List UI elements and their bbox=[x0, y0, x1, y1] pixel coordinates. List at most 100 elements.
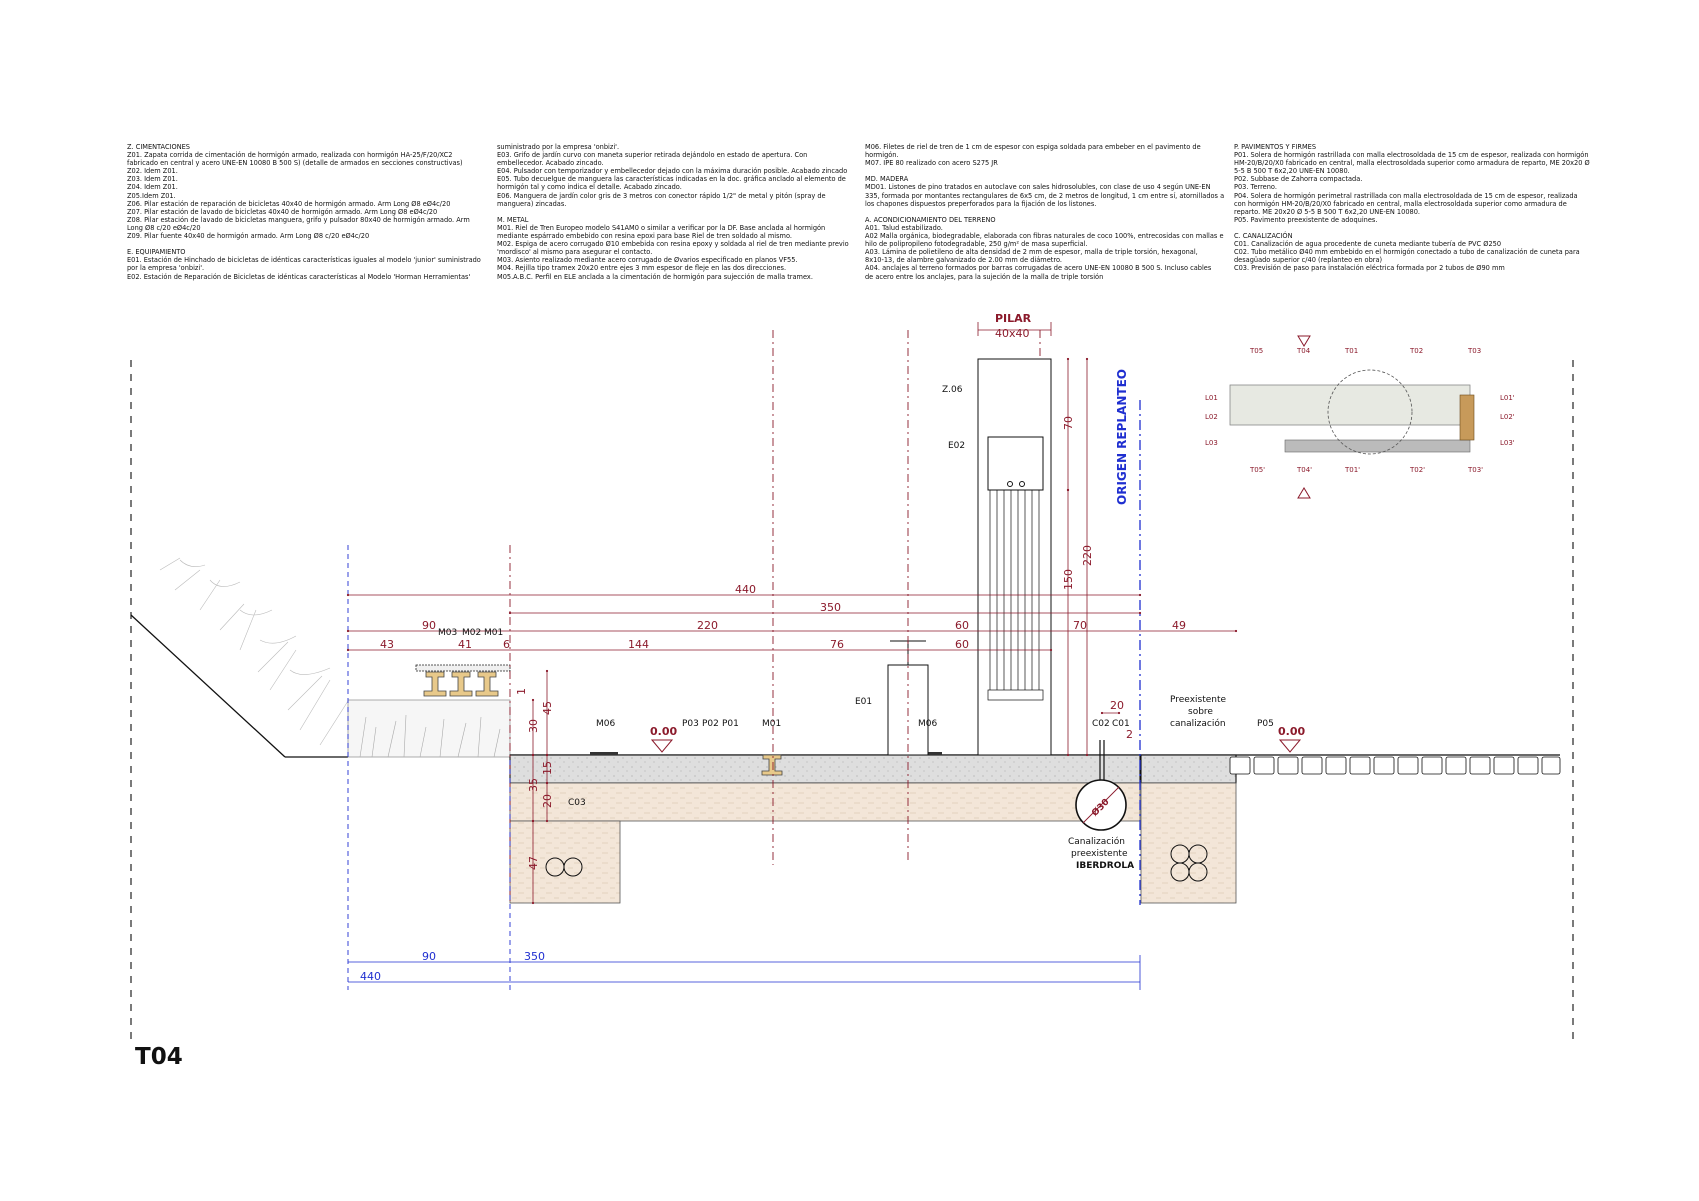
legend-line: Z03. Idem Z01. bbox=[127, 175, 178, 184]
legend-line: E. EQUIPAMIENTO bbox=[127, 248, 186, 257]
legend-line: M05.A.B.C. Perfil en ELE anclada a la ci… bbox=[497, 272, 813, 281]
legend-line: los chapones dispuestos preperforados pa… bbox=[865, 199, 1097, 208]
legend-line: reparto. ME 20x20 Ø 5-5 B 500 T 6x2,20 U… bbox=[1234, 207, 1421, 216]
kp-t02b: T02' bbox=[1409, 466, 1425, 474]
kp-t04b: T04' bbox=[1296, 466, 1312, 474]
legend-line: embellecedor. Acabado zincado. bbox=[497, 159, 604, 168]
legend-line: manguera) zincadas. bbox=[497, 199, 567, 208]
label-p01: P01 bbox=[722, 719, 739, 729]
legend-line: M01. Riel de Tren Europeo modelo S41AM0 … bbox=[497, 223, 826, 232]
label-e02: E02 bbox=[948, 441, 965, 451]
label-m01-top: M01 bbox=[484, 628, 503, 638]
kp-t01: T01 bbox=[1344, 347, 1358, 355]
legend-line: P. PAVIMENTOS Y FIRMES bbox=[1234, 143, 1317, 151]
pillar-size: 40x40 bbox=[995, 327, 1030, 340]
legend-line: hilo de polipropileno fotodegradable, 25… bbox=[865, 240, 1088, 249]
label-e01: E01 bbox=[855, 697, 872, 707]
dim-6: 6 bbox=[503, 638, 510, 651]
foundation-slab bbox=[509, 754, 1237, 904]
level-markers bbox=[650, 739, 1302, 753]
dim-76: 76 bbox=[830, 638, 844, 651]
legend-line: E04. Pulsador con temporizador y embelle… bbox=[497, 167, 848, 176]
vdim-15: 15 bbox=[541, 761, 554, 775]
label-c03: C03 bbox=[568, 798, 586, 808]
frame-marks bbox=[130, 360, 1574, 1040]
dim-70: 70 bbox=[1073, 619, 1087, 632]
label-m06-right: M06 bbox=[918, 719, 937, 729]
kp-t05: T05 bbox=[1249, 347, 1263, 355]
kp-l03: L03 bbox=[1205, 439, 1218, 447]
legend-line: A. ACONDICIONAMIENTO DEL TERRENO bbox=[865, 215, 996, 224]
label-c01: C01 bbox=[1112, 719, 1130, 729]
label-m02: M02 bbox=[462, 628, 481, 638]
dim-220: 220 bbox=[697, 619, 718, 632]
legend-line: MD01. Listones de pino tratados en autoc… bbox=[865, 183, 1211, 192]
level-left: 0.00 bbox=[650, 725, 677, 738]
dim-144: 144 bbox=[628, 638, 649, 651]
legend-line: E03. Grifo de jardín curvo con maneta su… bbox=[497, 151, 808, 160]
dim-41: 41 bbox=[458, 638, 472, 651]
legend-line: 'mordisco' al mismo para asegurar el con… bbox=[497, 248, 653, 257]
kp-t04: T04 bbox=[1296, 347, 1311, 355]
label-preexistente-3: canalización bbox=[1170, 718, 1226, 729]
label-canal-3: IBERDROLA bbox=[1076, 861, 1134, 871]
legend-line: Z04. Idem Z01. bbox=[127, 183, 178, 192]
legend-line: M06. Filetes de riel de tren de 1 cm de … bbox=[865, 143, 1201, 151]
legend-line: 335, formada por montantes rectangulares… bbox=[865, 191, 1225, 200]
vdim-220: 220 bbox=[1081, 545, 1094, 566]
rail-m01 bbox=[761, 754, 783, 776]
legend-line: suministrado por la empresa 'onbizi'. bbox=[497, 143, 620, 151]
level-right: 0.00 bbox=[1278, 725, 1305, 738]
bdim-90: 90 bbox=[422, 950, 436, 963]
legend-line: Z08. Pilar estación de lavado de bicicle… bbox=[127, 215, 470, 224]
dim-60a: 60 bbox=[955, 619, 969, 632]
rail-profiles bbox=[423, 671, 499, 697]
legend-line: C03. Previsión de paso para instalación … bbox=[1234, 264, 1505, 273]
vdim-30: 30 bbox=[527, 719, 540, 733]
legend-line: P03. Terreno. bbox=[1234, 183, 1277, 192]
legend-line: A01. Talud estabilizado. bbox=[865, 223, 943, 232]
legend-line: E01. Estación de Hinchado de bicicletas … bbox=[127, 256, 481, 265]
legend-line: M04. Rejilla tipo tramex 20x20 entre eje… bbox=[497, 264, 787, 273]
legend-line: Z. CIMENTACIONES bbox=[127, 143, 190, 151]
legend-line: desagüado superior c/40 (replanteo en ob… bbox=[1234, 256, 1383, 265]
legend-line: mediante espárrado embebido con resina e… bbox=[497, 232, 792, 241]
kp-t01b: T01' bbox=[1344, 466, 1360, 474]
kp-t02: T02 bbox=[1409, 347, 1423, 355]
vertical-dimensions bbox=[531, 357, 1089, 905]
slope-terrain bbox=[130, 557, 349, 758]
cobblestones bbox=[1229, 756, 1561, 775]
legend-line: fabricado en central y acero UNE-EN 1008… bbox=[127, 159, 463, 168]
legend-line: Z06. Pilar estación de reparación de bic… bbox=[127, 199, 451, 208]
legend-line: C02. Tubo metálico Ø40 mm embebido en el… bbox=[1234, 248, 1580, 257]
pillar-header-dims bbox=[977, 322, 1052, 336]
vdim-1: 1 bbox=[515, 688, 528, 695]
label-preexistente-2: sobre bbox=[1188, 707, 1213, 717]
label-p05: P05 bbox=[1257, 719, 1274, 729]
label-p03: P03 bbox=[682, 719, 699, 729]
legend-line: M03. Asiento realizado mediante acero co… bbox=[497, 256, 798, 265]
dim-20: 20 bbox=[1110, 699, 1124, 712]
conduits-c03 bbox=[545, 844, 1208, 882]
dim-60b: 60 bbox=[955, 638, 969, 651]
kp-l01: L01 bbox=[1205, 394, 1218, 402]
legend-line: MD. MADERA bbox=[865, 175, 909, 184]
kp-l02: L02 bbox=[1205, 413, 1218, 421]
legend-line: P01. Solera de hormigón rastrillada con … bbox=[1234, 151, 1589, 160]
sheet-id: T04 bbox=[135, 1044, 183, 1070]
legend-line: de acero entre los anclajes, para la suj… bbox=[865, 272, 1104, 281]
pillar bbox=[977, 358, 1052, 756]
dim-350: 350 bbox=[820, 601, 841, 614]
key-plan bbox=[1229, 335, 1475, 499]
dim-90: 90 bbox=[422, 619, 436, 632]
kp-l01r: L01' bbox=[1500, 394, 1515, 402]
vdim-47: 47 bbox=[527, 856, 540, 870]
legend-line: HM-20/B/20/X0 fabricado en central, mall… bbox=[1234, 159, 1590, 168]
vdim-35: 35 bbox=[527, 778, 540, 792]
legend-line: M02. Espiga de acero corrugado Ø10 embeb… bbox=[497, 240, 849, 249]
legend-line: con hormigón HM-20/B/20/X0 fabricado en … bbox=[1234, 199, 1567, 208]
legend-line: Z02. Idem Z01. bbox=[127, 167, 178, 176]
